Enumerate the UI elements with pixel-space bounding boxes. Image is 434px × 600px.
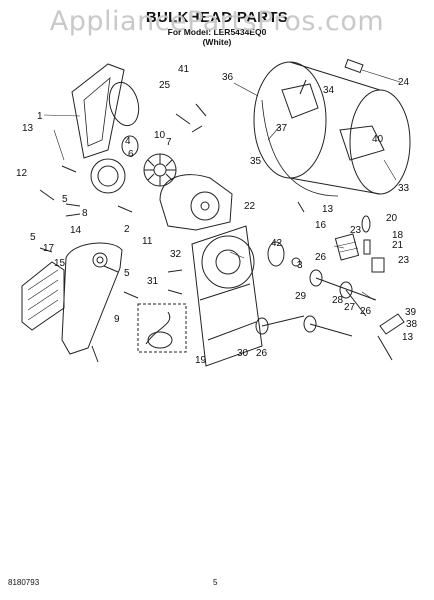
callout-26-b: 26	[360, 306, 372, 317]
callout-27: 27	[344, 302, 356, 313]
callout-1: 1	[37, 111, 43, 122]
callout-37: 37	[276, 123, 288, 134]
part-drum	[253, 61, 411, 195]
callout-25: 25	[159, 80, 171, 91]
callout-14: 14	[70, 225, 82, 236]
part-felt-seal-ring	[108, 81, 140, 127]
page-number: 5	[213, 578, 218, 587]
part-rear-bulkhead	[191, 225, 263, 367]
callout-leaders	[43, 69, 401, 301]
callout-38: 38	[406, 319, 418, 330]
parts-drawing	[21, 58, 411, 367]
callout-24: 24	[398, 77, 410, 88]
callout-21: 21	[392, 240, 404, 251]
callout-30: 30	[237, 348, 249, 359]
callout-20: 20	[386, 213, 398, 224]
callout-5-c: 5	[124, 268, 130, 279]
part-blower-housing	[159, 174, 233, 231]
callout-7: 7	[166, 137, 172, 148]
callout-23: 23	[350, 225, 362, 236]
callout-31: 31	[147, 276, 159, 287]
callout-18: 18	[392, 230, 404, 241]
callout-10: 10	[154, 130, 166, 141]
part-lint-duct	[61, 242, 123, 355]
callout-5-b: 5	[30, 232, 36, 243]
part-drum-rollers	[255, 269, 377, 337]
callout-8: 8	[82, 208, 88, 219]
callout-13-c: 13	[402, 332, 414, 343]
callout-5: 5	[62, 194, 68, 205]
callout-9: 9	[114, 314, 120, 325]
part-blower-wheel	[143, 153, 177, 187]
diagram-title: BULKHEAD PARTS	[145, 9, 289, 26]
callout-36: 36	[222, 72, 234, 83]
callout-42: 42	[271, 238, 283, 249]
part-thermostat	[334, 233, 360, 261]
callout-29: 29	[295, 291, 307, 302]
callout-16: 16	[315, 220, 327, 231]
callout-34: 34	[323, 85, 335, 96]
model-line: For Model: LER5434EQ0	[167, 27, 267, 37]
callout-12: 12	[16, 168, 28, 179]
callout-39: 39	[405, 307, 417, 318]
callout-40: 40	[372, 134, 384, 145]
part-bulkhead-seal	[71, 63, 125, 159]
callout-23-b: 23	[398, 255, 410, 266]
callout-26-c: 26	[256, 348, 268, 359]
callout-4: 4	[125, 136, 131, 147]
part-wire-harness-box	[137, 303, 187, 353]
diagram-subtitle: For Model: LER5434EQ0 (White)	[0, 27, 434, 47]
part-drum-belt	[261, 99, 339, 197]
part-screws	[39, 79, 307, 363]
part-lint-screen	[21, 261, 65, 331]
callout-19: 19	[195, 355, 207, 366]
callout-17: 17	[43, 243, 55, 254]
callout-3: 3	[297, 260, 303, 271]
color-line: (White)	[202, 37, 232, 47]
callout-32: 32	[170, 249, 182, 260]
callout-2: 2	[124, 224, 130, 235]
callout-26: 26	[315, 252, 327, 263]
callout-35: 35	[250, 156, 262, 167]
callout-13: 13	[22, 123, 34, 134]
callout-28: 28	[332, 295, 344, 306]
part-callouts: 1 2 3 4 5 6 7 8 9 10 11 12 13 14 15 16 1…	[16, 64, 418, 366]
callout-33: 33	[398, 183, 410, 194]
callout-6: 6	[128, 149, 134, 160]
document-number: 8180793	[8, 578, 40, 587]
callout-11: 11	[142, 236, 153, 247]
callout-13-b: 13	[322, 204, 334, 215]
callout-41: 41	[178, 64, 190, 75]
callout-22: 22	[244, 201, 256, 212]
callout-15: 15	[54, 258, 66, 269]
